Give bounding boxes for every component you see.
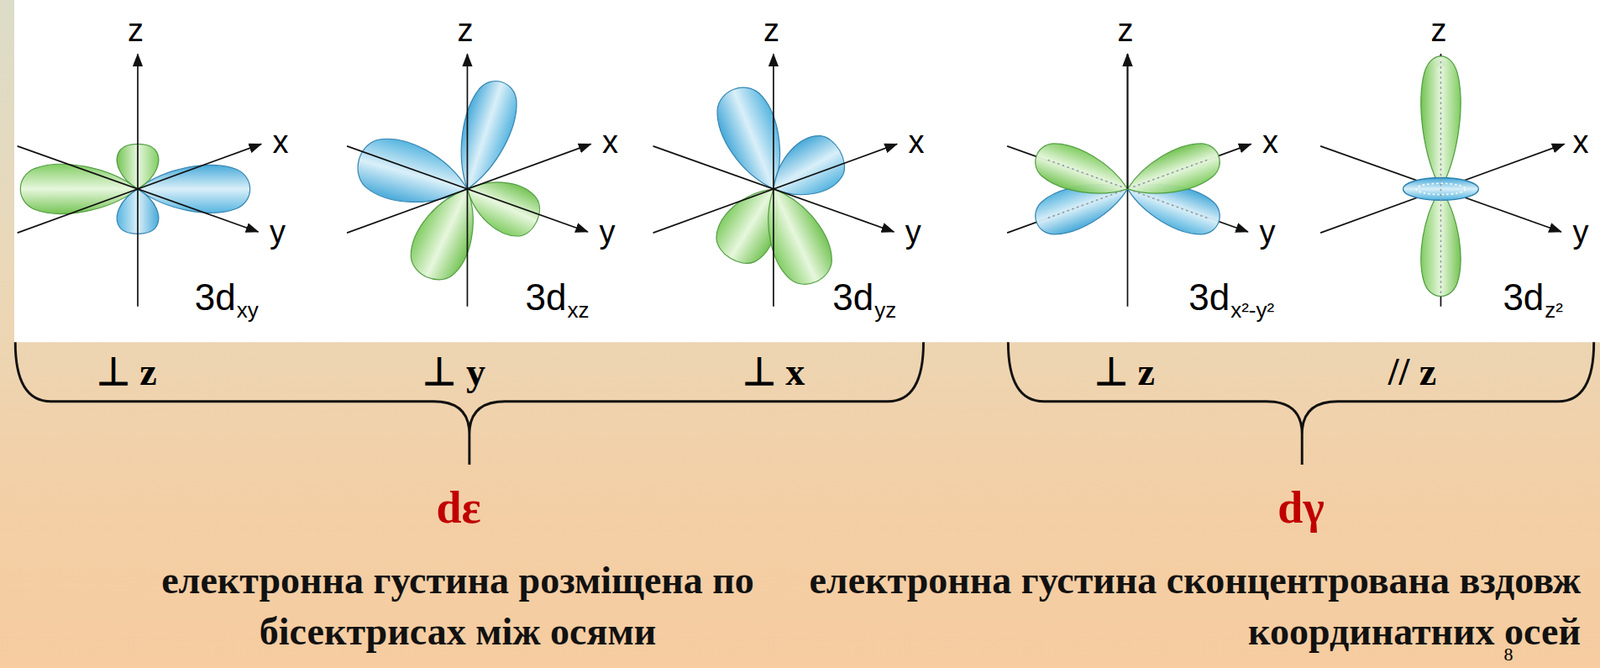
orbital-dxz: [346, 53, 591, 306]
orbital-dx2y2: [1007, 53, 1251, 306]
orbital-subscript: x²-y²: [1230, 298, 1275, 324]
axis-label: z: [457, 12, 474, 50]
coordinate-axes: [653, 53, 898, 306]
lobe-axis-line: [1440, 61, 1443, 297]
axis-label: x: [272, 124, 289, 162]
orbital-dz2: [1320, 53, 1564, 306]
axis-label: y: [269, 214, 286, 252]
orbital-subscript: z²: [1544, 298, 1564, 324]
axis-label: z: [1431, 12, 1448, 50]
orbital-lobe: [749, 177, 842, 294]
orbital-label: 3d: [1188, 276, 1230, 320]
group-description: електронна густина розміщена по бісектри…: [130, 554, 786, 657]
white-panel: [14, 0, 1600, 342]
axis-label: y: [598, 214, 615, 252]
axis-label: x: [1572, 124, 1589, 162]
coordinate-axes: [1320, 53, 1564, 306]
orientation-label: // z: [1388, 350, 1437, 395]
orbital-label: 3d: [832, 276, 874, 320]
orbital-lobe: [456, 166, 547, 244]
coordinate-axes: [1007, 53, 1251, 306]
group-description: електронна густина сконцентрована вздовж…: [799, 554, 1581, 657]
orbital-dyz: [653, 53, 898, 306]
axis-label: y: [905, 214, 922, 252]
orbital-label: 3d: [1502, 276, 1544, 320]
orbital-lobe: [1120, 136, 1226, 209]
orbital-subscript: xy: [236, 298, 259, 324]
orbital-subscript: yz: [874, 298, 897, 324]
group-symbol: dγ: [1277, 481, 1324, 534]
orbital-subscript: xz: [566, 298, 589, 324]
page-number: 8: [1504, 643, 1514, 665]
orientation-label: ⊥ y: [422, 350, 486, 395]
axis-label: z: [1117, 12, 1134, 50]
orientation-label: ⊥ z: [96, 350, 158, 395]
orbital-dxy: [17, 53, 262, 306]
orbital-label: 3d: [194, 276, 237, 320]
lobe-axis-line: [1133, 158, 1210, 187]
group-bracket: [15, 341, 924, 465]
axis-label: z: [127, 12, 144, 50]
axis-label: x: [908, 124, 925, 162]
axis-label: y: [1572, 214, 1589, 252]
lobe-axis-line: [1044, 158, 1122, 187]
coordinate-axes: [346, 53, 591, 306]
orientation-label: ⊥ z: [1094, 350, 1155, 395]
axis-label: y: [1259, 214, 1275, 252]
axis-label: z: [763, 12, 780, 50]
axis-label: x: [602, 124, 619, 162]
orientation-label: ⊥ x: [742, 350, 806, 395]
z-axis: [1127, 53, 1129, 189]
orbital-label: 3d: [525, 276, 567, 320]
group-bracket: [1007, 341, 1594, 465]
axis-label: x: [1262, 124, 1279, 162]
orbital-lobe: [1029, 136, 1135, 209]
group-symbol: dε: [435, 481, 481, 534]
lobe-axis-line: [1044, 190, 1122, 219]
coordinate-axes: [17, 53, 262, 306]
lobe-axis-line: [1133, 190, 1210, 219]
orbital-lobe: [445, 74, 525, 197]
